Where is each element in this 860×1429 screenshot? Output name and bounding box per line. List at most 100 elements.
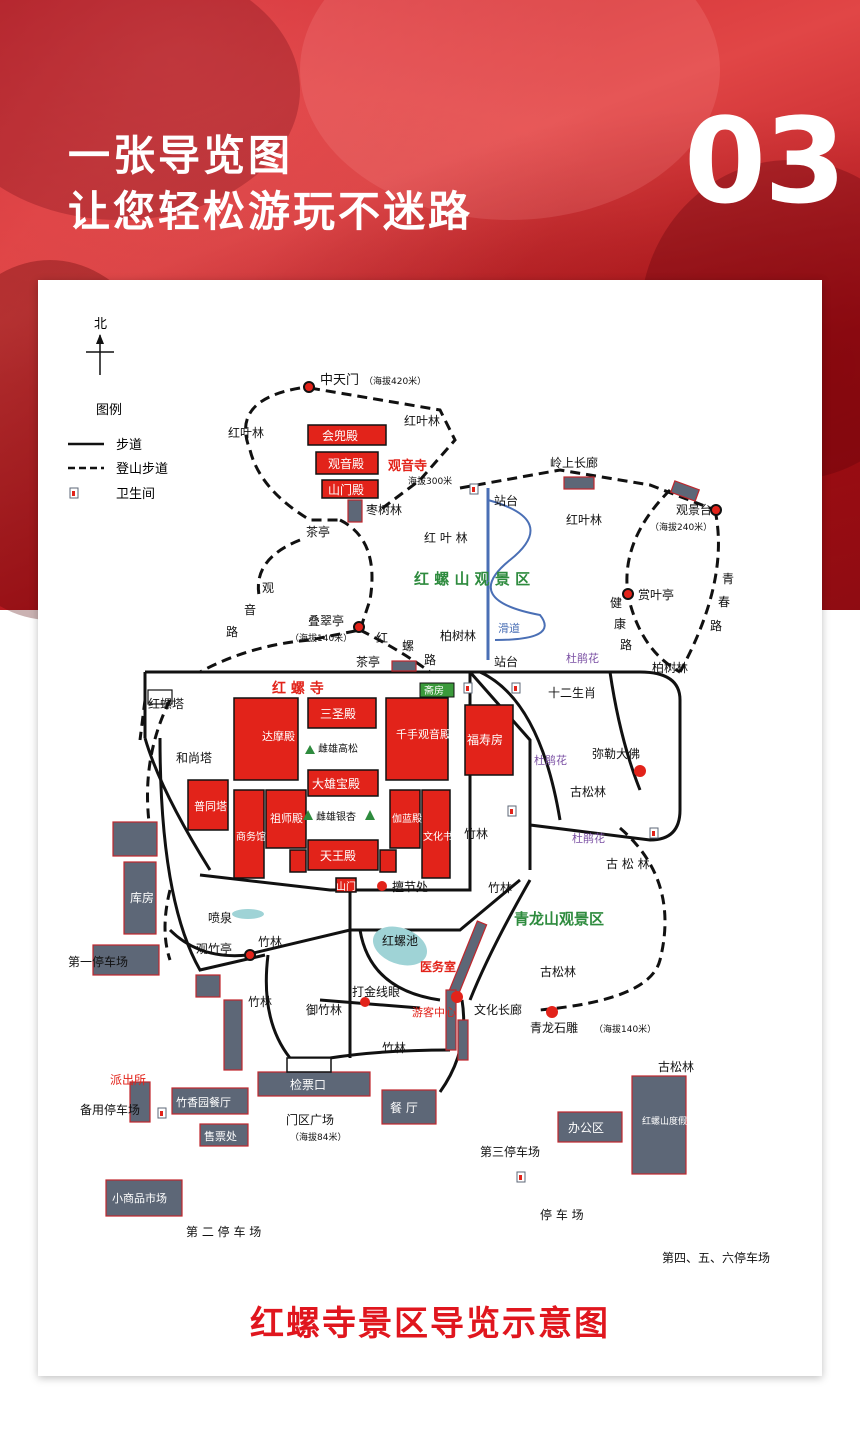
trail xyxy=(678,509,720,673)
sansheng-hall-shape xyxy=(307,697,377,729)
label-qinglong-zone: 青龙山观景区 xyxy=(514,910,604,928)
label-zhantai-top: 站台 xyxy=(494,493,518,508)
label-qinglong-alt: （海拔140米） xyxy=(594,1023,656,1035)
label-wenhua-changlang: 文化长廊 xyxy=(474,1002,522,1017)
label-zhulin-c: 竹林 xyxy=(258,935,282,949)
guanzhuting-dot xyxy=(244,949,256,961)
legend-toilet: 卫生间 xyxy=(116,487,155,502)
zushi-hall-shape xyxy=(265,789,307,849)
label-zhaifang: 斋房 xyxy=(424,684,444,697)
fountain-pond xyxy=(232,909,264,919)
youke-dot xyxy=(451,991,463,1003)
guanyin-hall-top-shape xyxy=(315,451,379,475)
label-menqu: 门区广场 xyxy=(286,1112,334,1127)
label-huihui: 会兜殿 xyxy=(322,428,358,443)
label-zaoshulin: 枣树林 xyxy=(366,502,402,517)
huihui-hall-shape xyxy=(307,424,387,446)
label-pingzhi: 雌雄银杏 xyxy=(316,810,356,823)
tianwang-hall-shape xyxy=(307,839,379,871)
road xyxy=(168,928,249,958)
lingshang-shape xyxy=(563,476,595,490)
label-qingchun3: 路 xyxy=(710,618,722,633)
label-hongyelin-a: 红叶林 xyxy=(228,425,264,440)
label-tianwang: 天王殿 xyxy=(320,849,356,863)
shanmen-gate-shape xyxy=(335,877,357,893)
parking1-block xyxy=(112,821,158,857)
block-130 xyxy=(129,1081,151,1123)
guanjingtai-building xyxy=(669,480,701,502)
label-youke: 游客中心 xyxy=(412,1005,456,1019)
shidiao-dot xyxy=(546,1006,558,1018)
label-qingzhi: 擅节处 xyxy=(392,879,428,894)
label-cixiong-song: 雌雄高松 xyxy=(318,742,358,755)
north-label: 北 xyxy=(94,317,107,332)
label-guanyinlu1: 观 xyxy=(262,581,274,595)
legend: 北 图例 步道 登山步道 卫生间 xyxy=(68,317,168,502)
dajinyan-dot xyxy=(360,997,370,1007)
label-guanzhuting: 观竹亭 xyxy=(196,941,232,956)
gulou-shape xyxy=(289,849,307,873)
block-196 xyxy=(195,974,221,998)
kufang-shape xyxy=(123,861,157,935)
label-shangyeting: 赏叶亭 xyxy=(638,587,674,602)
label-zhongtianmen: 中天门 xyxy=(320,373,359,388)
label-penquan: 喷泉 xyxy=(208,911,232,925)
ticket-gate xyxy=(286,1057,332,1073)
xiaoshangpin-shape xyxy=(105,1179,183,1217)
canting-shape xyxy=(381,1089,437,1125)
label-zhongtianmen-alt: （海拔420米） xyxy=(364,375,426,387)
label-zhulin-a: 竹林 xyxy=(464,827,488,841)
milefo-dot xyxy=(634,765,646,777)
label-chating-a: 茶亭 xyxy=(306,524,330,539)
damo-hall-shape xyxy=(233,697,299,781)
shanmen-hall-shape xyxy=(321,479,379,499)
diecuiting-dot xyxy=(353,621,365,633)
label-guanjingtai: 观景台 xyxy=(676,502,712,517)
north-arrow-icon xyxy=(96,334,104,344)
label-guanyinsi: 观音寺 xyxy=(388,458,427,474)
label-hongyelin-b: 红叶林 xyxy=(404,413,440,428)
trail xyxy=(459,468,716,512)
label-qingchun2: 春 xyxy=(718,595,730,609)
label-qinglong-shidiao: 青龙石雕 xyxy=(530,1020,578,1035)
trail xyxy=(539,826,667,1012)
label-guanyin-top: 观音殿 xyxy=(328,456,364,471)
label-dajinyan: 打金线眼 xyxy=(352,984,400,999)
label-parking3: 第三停车场 xyxy=(480,1144,540,1159)
label-zhuxiang: 竹香园餐厅 xyxy=(176,1095,231,1109)
label-zushi: 祖师殿 xyxy=(270,811,303,825)
label-zhulin-e: 竹林 xyxy=(382,1041,406,1055)
label-paichusuo: 派出所 xyxy=(110,1073,146,1087)
road xyxy=(468,879,532,1001)
label-shanmendian: 山门殿 xyxy=(328,482,364,497)
label-hongluolu2: 螺 xyxy=(402,639,414,653)
map-caption: 红螺寺景区导览示意图 xyxy=(250,1304,610,1344)
putong-shape xyxy=(187,779,229,831)
road xyxy=(319,998,421,1010)
label-hongluolu1: 红 xyxy=(376,630,388,645)
label-sansheng: 三圣殿 xyxy=(320,707,356,721)
trail xyxy=(199,518,374,674)
label-hongluochi: 红螺池 xyxy=(382,933,418,948)
label-milefo: 弥勒大佛 xyxy=(592,746,640,761)
wenhua-hall-shape xyxy=(421,789,451,879)
zaoshu-shape xyxy=(347,499,363,523)
road xyxy=(468,671,532,825)
daxiong-hall-shape xyxy=(307,769,379,797)
trail xyxy=(138,699,172,831)
label-qielan: 伽蓝殿 xyxy=(392,812,422,825)
label-gusonglin-d: 古松林 xyxy=(658,1059,694,1074)
tree-icon xyxy=(303,810,313,820)
label-dujia: 红螺山度假村 xyxy=(642,1115,696,1127)
road xyxy=(264,954,292,1059)
label-lingshang: 岭上长廊 xyxy=(550,455,598,470)
road xyxy=(608,671,642,791)
road xyxy=(145,670,682,870)
label-gusonglin-c: 古松林 xyxy=(540,964,576,979)
label-hongluolu3: 路 xyxy=(424,652,436,667)
label-heshangta: 和尚塔 xyxy=(176,751,212,765)
hero-title-line2: 让您轻松游玩不迷路 xyxy=(68,187,474,236)
shangyeting-dot xyxy=(622,588,634,600)
label-dujuanhua-c: 杜鹃花 xyxy=(572,831,605,845)
